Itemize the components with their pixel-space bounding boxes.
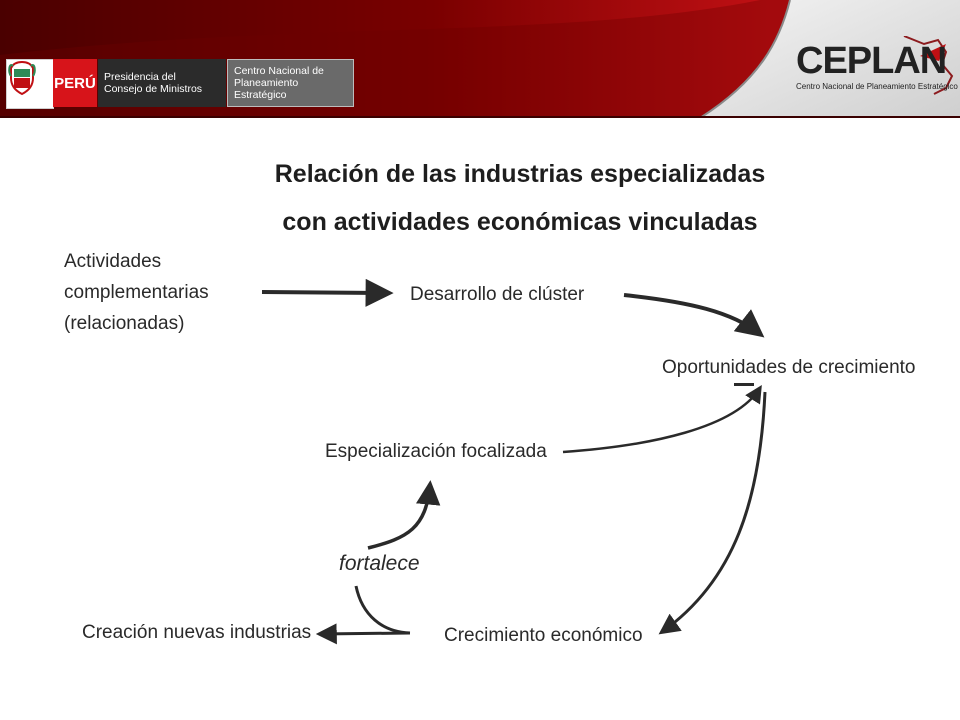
ceplan-logo-text: CEPLAN <box>796 40 947 82</box>
node-oportunidades-crecimiento: Oportunidades de crecimiento <box>662 357 916 378</box>
diagram-title-line1: Relación de las industrias especializada… <box>274 160 766 188</box>
cnpe-label-line1: Centro Nacional de <box>234 65 324 77</box>
diagram-title-line2: con actividades económicas vinculadas <box>282 208 758 236</box>
node-actividades-line2: complementarias <box>64 282 209 303</box>
ceplan-subtitle: Centro Nacional de Planeamiento Estratég… <box>796 82 958 91</box>
node-actividades-line1: Actividades <box>64 251 162 272</box>
ceplan-logo: CEPLAN Centro Nacional de Planeamiento E… <box>796 36 958 98</box>
arrow-especializacion-to-oportunidades <box>562 385 762 454</box>
node-especializacion-focalizada: Especialización focalizada <box>325 441 547 462</box>
arrow-actividades-to-desarrollo <box>261 278 394 307</box>
arrow-to-creacion <box>315 623 411 645</box>
node-creacion-nuevas-industrias: Creación nuevas industrias <box>82 622 312 643</box>
peru-label: PERÚ <box>54 74 96 92</box>
cnpe-label-line2: Planeamiento Estratégico <box>234 77 299 101</box>
peru-label-box: PERÚ <box>53 59 97 107</box>
peru-map-outline-icon <box>903 36 954 95</box>
header-banner: PERÚ Presidencia del Consejo de Ministro… <box>0 0 960 118</box>
node-desarrollo-cluster: Desarrollo de clúster <box>410 284 585 305</box>
arrow-crecimiento-to-creacion <box>354 585 411 635</box>
arrow-desarrollo-to-oportunidades <box>623 293 765 338</box>
pcm-label-box: Presidencia del Consejo de Ministros <box>98 59 226 107</box>
node-crecimiento-economico: Crecimiento económico <box>444 625 643 646</box>
node-actividades-line3: (relacionadas) <box>64 313 185 334</box>
pcm-label-line1: Presidencia del <box>104 71 176 83</box>
pcm-label-line2: Consejo de Ministros <box>104 83 203 95</box>
node-actividades-complementarias: Actividades complementarias (relacionada… <box>64 246 209 339</box>
edge-label-fortalece: fortalece <box>339 552 420 575</box>
cnpe-label-box: Centro Nacional de Planeamiento Estratég… <box>227 59 354 107</box>
peru-shield-emblem <box>6 59 54 109</box>
diagram-title: Relación de las industrias especializada… <box>200 150 840 246</box>
arrow-fortalece-to-especializacion <box>367 480 441 550</box>
arrow-oportunidades-to-crecimiento <box>658 391 767 635</box>
shield-icon <box>8 60 36 96</box>
dash-mark <box>734 383 754 386</box>
